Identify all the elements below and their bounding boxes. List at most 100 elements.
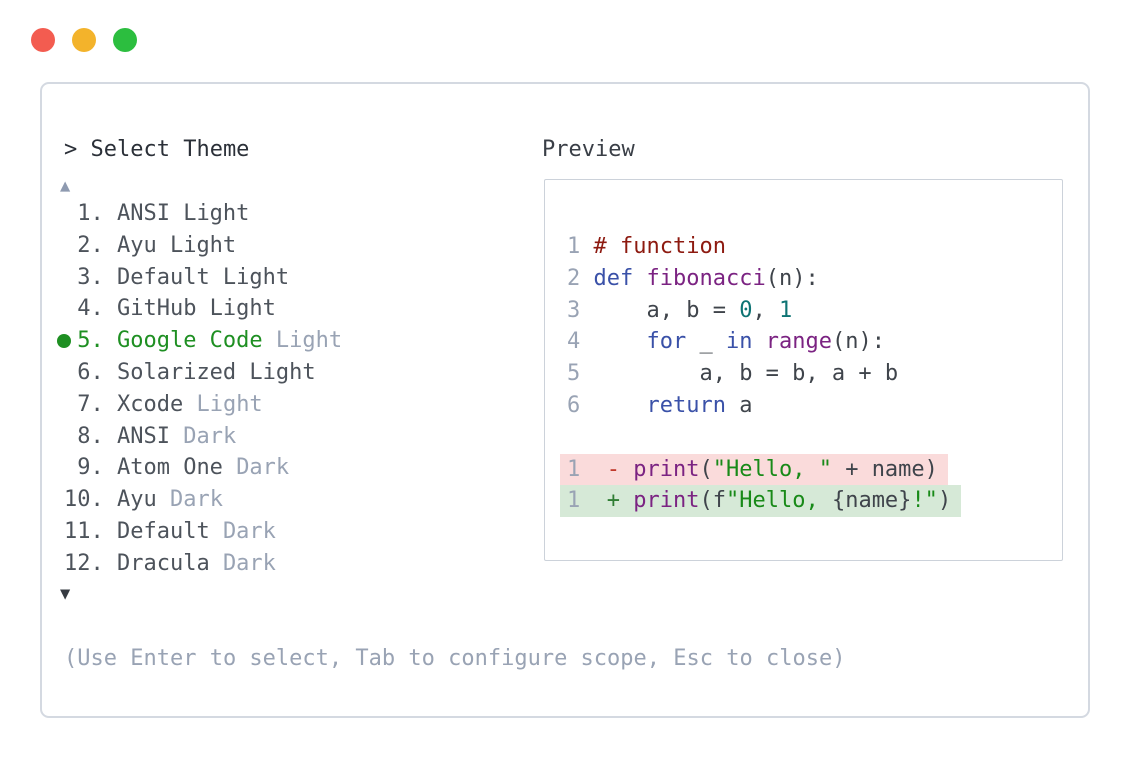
code-line: 3 a, b = 0, 1 [567, 295, 792, 327]
theme-item-variant: Dark [222, 518, 276, 544]
code-token: + [606, 488, 620, 514]
code-token: (n): [765, 265, 819, 291]
theme-list-item[interactable]: 1. ANSI Light [64, 198, 342, 230]
code-token: print [633, 456, 700, 482]
maximize-button[interactable] [113, 28, 137, 52]
theme-item-variant: Dark [236, 455, 290, 481]
preview-label: Preview [542, 137, 635, 162]
code-token: , [752, 297, 779, 323]
code-token [594, 457, 607, 482]
line-number: 1 [567, 234, 581, 259]
code-token: 1 [778, 297, 793, 323]
code-token [620, 488, 633, 513]
code-token: a, b = b, a + b [593, 361, 899, 387]
code-token: (f [699, 488, 726, 514]
theme-item-name: Atom One [116, 455, 223, 481]
theme-item-number: 2. [77, 232, 104, 258]
code-line: 6 return a [567, 390, 752, 422]
theme-list-item[interactable]: 2.Ayu Light [64, 230, 342, 262]
code-token: !" [911, 488, 938, 514]
theme-item-variant: Dark [183, 423, 237, 449]
scroll-up-icon[interactable]: ▲ [60, 176, 71, 196]
theme-item-name: ANSI Light [116, 201, 250, 226]
code-token: for [646, 329, 687, 355]
window-controls [31, 28, 137, 52]
line-number: 5 [567, 361, 581, 387]
theme-item-variant: Light [196, 391, 263, 417]
theme-list-item[interactable]: 12. Dracula Dark [64, 548, 342, 580]
line-number: 2 [567, 265, 581, 291]
theme-list-item[interactable]: 5. Google Code Light [57, 325, 343, 357]
code-token [594, 393, 647, 418]
theme-item-name: Default [116, 518, 210, 544]
theme-item-number: 9. [77, 455, 104, 481]
code-token: {name} [831, 488, 912, 514]
code-token [594, 329, 647, 354]
code-token: "Hello, " [712, 456, 832, 482]
code-token: in [725, 329, 753, 355]
line-number: 1 [567, 488, 581, 514]
theme-item-variant: Light [275, 328, 343, 354]
code-token [620, 457, 633, 482]
code-token: def [593, 265, 634, 291]
theme-item-number: 10. [64, 487, 104, 513]
line-number: 4 [567, 329, 581, 355]
line-number: 1 [567, 456, 581, 482]
code-token: + name) [831, 456, 938, 482]
theme-item-number: 3. [77, 264, 104, 290]
code-token [633, 266, 646, 291]
theme-item-number: 1. [77, 201, 104, 226]
theme-item-number: 6. [77, 359, 104, 385]
theme-item-number: 5. [77, 328, 104, 354]
theme-item-number: 8. [77, 423, 104, 449]
theme-item-number: 7. [77, 391, 104, 417]
theme-item-name: Solarized Light [116, 359, 316, 385]
theme-list-item[interactable]: 4. GitHub Light [64, 293, 342, 325]
code-token: "Hello, [725, 488, 832, 514]
theme-list-item[interactable]: 9. Atom One Dark [64, 452, 342, 484]
theme-item-name: Dracula [116, 550, 210, 576]
code-token: return [646, 392, 726, 418]
theme-list-item[interactable]: 3. Default Light [64, 262, 342, 294]
code-token: print [633, 488, 700, 514]
select-theme-prompt: > Select Theme [64, 137, 250, 162]
code-token: a [725, 392, 753, 418]
theme-list-item[interactable]: 8. ANSI Dark [64, 421, 342, 453]
code-token: _ [686, 329, 726, 355]
theme-item-name: Default Light [116, 264, 290, 290]
diff-added-line: 1 + print(f"Hello, {name}!") [560, 485, 962, 518]
theme-item-name: GitHub Light [116, 296, 276, 322]
scroll-down-icon[interactable]: ▼ [60, 584, 71, 604]
code-token: fibonacci [646, 265, 766, 291]
theme-list-item[interactable]: 11.Default Dark [64, 516, 342, 548]
line-number: 6 [567, 392, 581, 418]
code-token: - [606, 456, 620, 482]
theme-item-number: 12. [64, 550, 104, 576]
theme-item-name: Google Code [116, 328, 263, 354]
close-button[interactable] [31, 28, 55, 52]
code-line: 2 def fibonacci(n): [567, 263, 819, 295]
code-token [594, 488, 607, 513]
code-token: ( [699, 456, 713, 482]
theme-list-item[interactable]: 10.Ayu Dark [64, 484, 342, 516]
code-token: ) [937, 488, 952, 514]
theme-item-variant: Dark [222, 550, 276, 576]
diff-removed-line: 1 - print("Hello, " + name) [560, 453, 948, 486]
code-line: 1 # function [567, 231, 726, 263]
theme-item-name: Ayu [116, 487, 157, 513]
theme-list-item[interactable]: 7.Xcode Light [64, 389, 342, 421]
code-line: 5 a, b = b, a + b [567, 358, 898, 390]
minimize-button[interactable] [72, 28, 96, 52]
theme-list-item[interactable]: 6. Solarized Light [64, 357, 342, 389]
code-token: (n): [831, 329, 885, 355]
theme-item-name: ANSI [116, 423, 170, 449]
line-number: 3 [567, 297, 581, 323]
code-token: 0 [739, 297, 753, 323]
theme-item-number: 4. [77, 296, 104, 322]
code-line: 4 for _ in range(n): [567, 326, 885, 358]
